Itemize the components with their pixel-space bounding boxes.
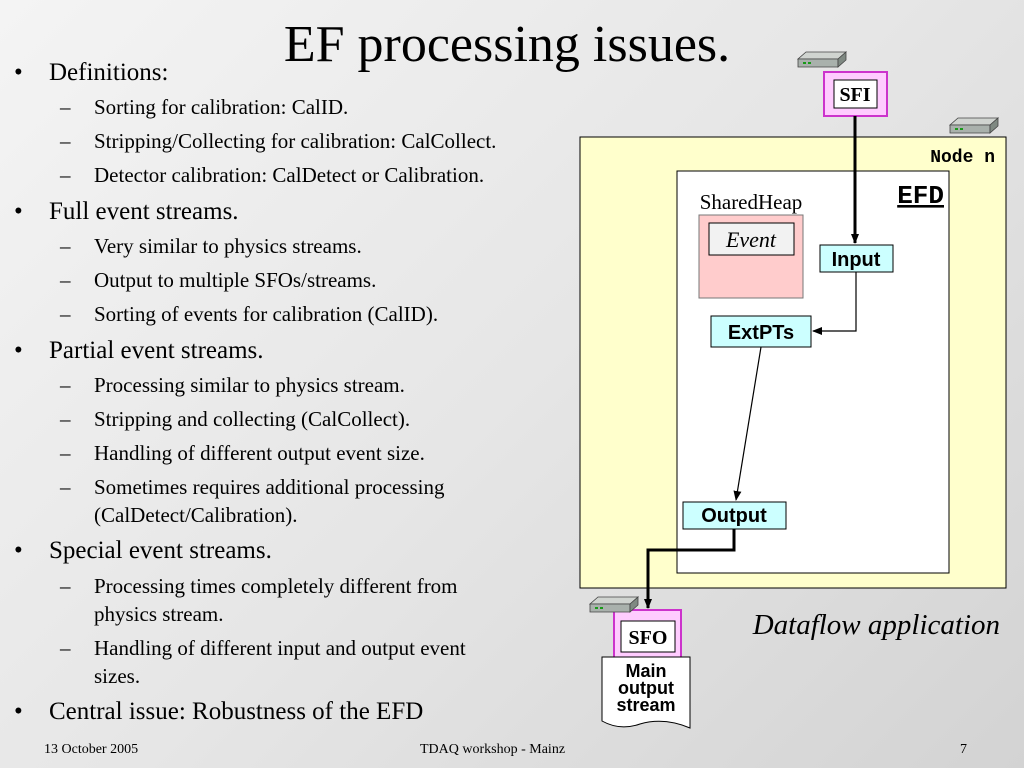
slide-title: EF processing issues.: [283, 16, 731, 73]
bullet-text: Central issue: Robustness of the EFD: [49, 698, 424, 725]
sub-bullet-text: Sometimes requires additional processing: [94, 475, 445, 499]
bullet-marker: •: [14, 337, 23, 364]
sub-bullet-text: physics stream.: [94, 602, 224, 626]
sfi-label-box: [833, 79, 878, 109]
extpts-to-output-arrow: [733, 346, 762, 501]
input-box: [819, 244, 894, 273]
sub-bullet-text: Stripping/Collecting for calibration: Ca…: [94, 129, 497, 153]
dash-marker: –: [60, 574, 71, 598]
sub-bullet-text: (CalDetect/Calibration).: [94, 503, 298, 527]
dash-marker: –: [60, 268, 71, 292]
bullet-text: Definitions:: [49, 59, 169, 86]
output-box: [682, 501, 787, 530]
bullet-list: • Definitions: – Sorting for calibration…: [14, 59, 497, 725]
efd-label: EFD: [897, 181, 944, 211]
bullet-marker: •: [14, 698, 23, 725]
server-icon: [589, 596, 639, 613]
stream-label-line: stream: [616, 695, 675, 715]
event-label: Event: [725, 227, 777, 252]
sub-bullet-text: Very similar to physics streams.: [94, 234, 362, 258]
bullet-text: Special event streams.: [49, 537, 272, 564]
event-box: [708, 222, 795, 256]
main-output-stream-shape: [601, 656, 691, 729]
dash-marker: –: [60, 475, 71, 499]
sub-bullet-text: Handling of different output event size.: [94, 441, 425, 465]
dash-marker: –: [60, 234, 71, 258]
sub-bullet-text: Processing similar to physics stream.: [94, 373, 405, 397]
sfi-label: SFI: [839, 84, 870, 106]
dash-marker: –: [60, 302, 71, 326]
input-label: Input: [832, 249, 881, 271]
extpts-box: [710, 315, 812, 348]
sub-bullet-text: Output to multiple SFOs/streams.: [94, 268, 377, 292]
sub-bullet-text: Sorting for calibration: CalID.: [94, 95, 349, 119]
sharedheap-label: SharedHeap: [700, 190, 803, 214]
sub-bullet-text: Stripping and collecting (CalCollect).: [94, 407, 411, 431]
output-to-sfo-arrow: [644, 529, 736, 609]
dash-marker: –: [60, 407, 71, 431]
sub-bullet-text: Sorting of events for calibration (CalID…: [94, 302, 439, 326]
dash-marker: –: [60, 129, 71, 153]
sub-bullet-text: Processing times completely different fr…: [94, 574, 458, 598]
extpts-label: ExtPTs: [728, 322, 794, 344]
sub-bullet-text: Handling of different input and output e…: [94, 636, 466, 660]
node-label: Node n: [930, 148, 995, 168]
stream-label-line: output: [618, 678, 674, 698]
sfo-label-box: [620, 620, 676, 653]
server-icon: [949, 117, 999, 134]
bullet-marker: •: [14, 59, 23, 86]
sub-bullet-text: Detector calibration: CalDetect or Calib…: [94, 163, 485, 187]
bullet-marker: •: [14, 537, 23, 564]
dash-marker: –: [60, 373, 71, 397]
sfo-label: SFO: [629, 627, 668, 649]
bullet-text: Full event streams.: [49, 198, 239, 225]
output-label: Output: [701, 505, 767, 527]
bullet-marker: •: [14, 198, 23, 225]
footer-event: TDAQ workshop - Mainz: [420, 742, 566, 757]
dash-marker: –: [60, 636, 71, 660]
footer-date: 13 October 2005: [44, 742, 139, 757]
bullet-text: Partial event streams.: [49, 337, 264, 364]
stream-label-line: Main: [625, 661, 666, 681]
dash-marker: –: [60, 95, 71, 119]
footer-page-number: 7: [960, 742, 967, 757]
server-icon: [797, 51, 847, 68]
dash-marker: –: [60, 441, 71, 465]
dash-marker: –: [60, 163, 71, 187]
input-to-extpts-arrow: [812, 272, 857, 335]
sub-bullet-text: sizes.: [94, 664, 141, 688]
dataflow-caption: Dataflow application: [752, 609, 1000, 641]
